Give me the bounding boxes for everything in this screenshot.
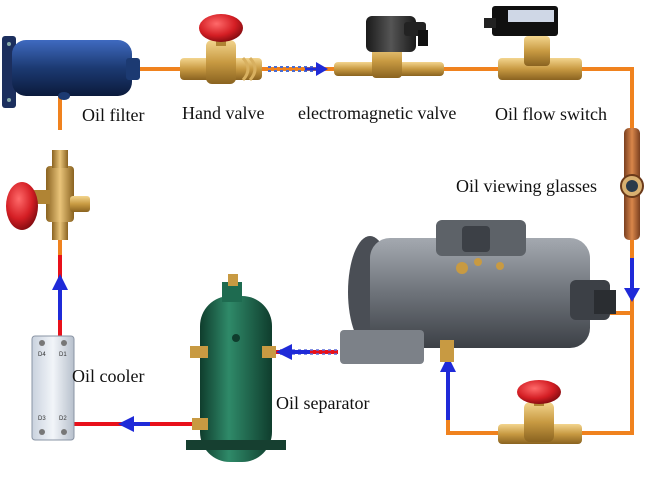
label-hand-valve: Hand valve	[182, 103, 265, 123]
cooler-port-d1: D1	[59, 352, 67, 358]
label-oil-flow-switch: Oil flow switch	[495, 104, 607, 124]
solenoid-coil-icon	[366, 16, 416, 52]
oil-filter	[2, 36, 140, 108]
hand-valve-left[interactable]	[6, 150, 90, 240]
hand-valve-bottom[interactable]	[498, 380, 582, 444]
pipe-right-drop	[558, 238, 634, 435]
valve-handle-icon[interactable]	[517, 380, 561, 404]
label-oil-viewing-glasses: Oil viewing glasses	[456, 176, 597, 196]
hand-valve-top[interactable]	[180, 14, 262, 84]
label-electromagnetic-valve: electromagnetic valve	[298, 103, 457, 123]
electromagnetic-valve	[334, 16, 444, 78]
arrow-left-up	[52, 274, 68, 320]
oil-separator	[186, 274, 286, 462]
pipe-bottom-return	[446, 353, 502, 435]
pipe-dashed-segment	[268, 66, 320, 72]
cooler-port-d3: D3	[38, 416, 46, 422]
arrow-cooler-bottom	[118, 416, 150, 432]
flow-arrows	[52, 62, 640, 432]
valve-handle-icon[interactable]	[199, 14, 243, 42]
arrow-right-down	[624, 258, 640, 302]
arrow-bottom-up	[440, 356, 456, 420]
cooler-port-d2: D2	[59, 416, 67, 422]
valve-handle-icon[interactable]	[6, 182, 38, 230]
label-oil-cooler: Oil cooler	[72, 366, 145, 386]
label-oil-filter: Oil filter	[82, 105, 145, 125]
oil-viewing-glass	[620, 128, 644, 240]
arrow-separator-in	[276, 344, 310, 360]
cooler-port-d4: D4	[38, 352, 46, 358]
screw-compressor	[340, 220, 616, 364]
label-oil-separator: Oil separator	[276, 393, 370, 413]
arrow-top-right	[305, 62, 328, 76]
oil-cooler: D4 D1 D3 D2	[31, 335, 75, 441]
oil-flow-switch	[484, 6, 582, 80]
